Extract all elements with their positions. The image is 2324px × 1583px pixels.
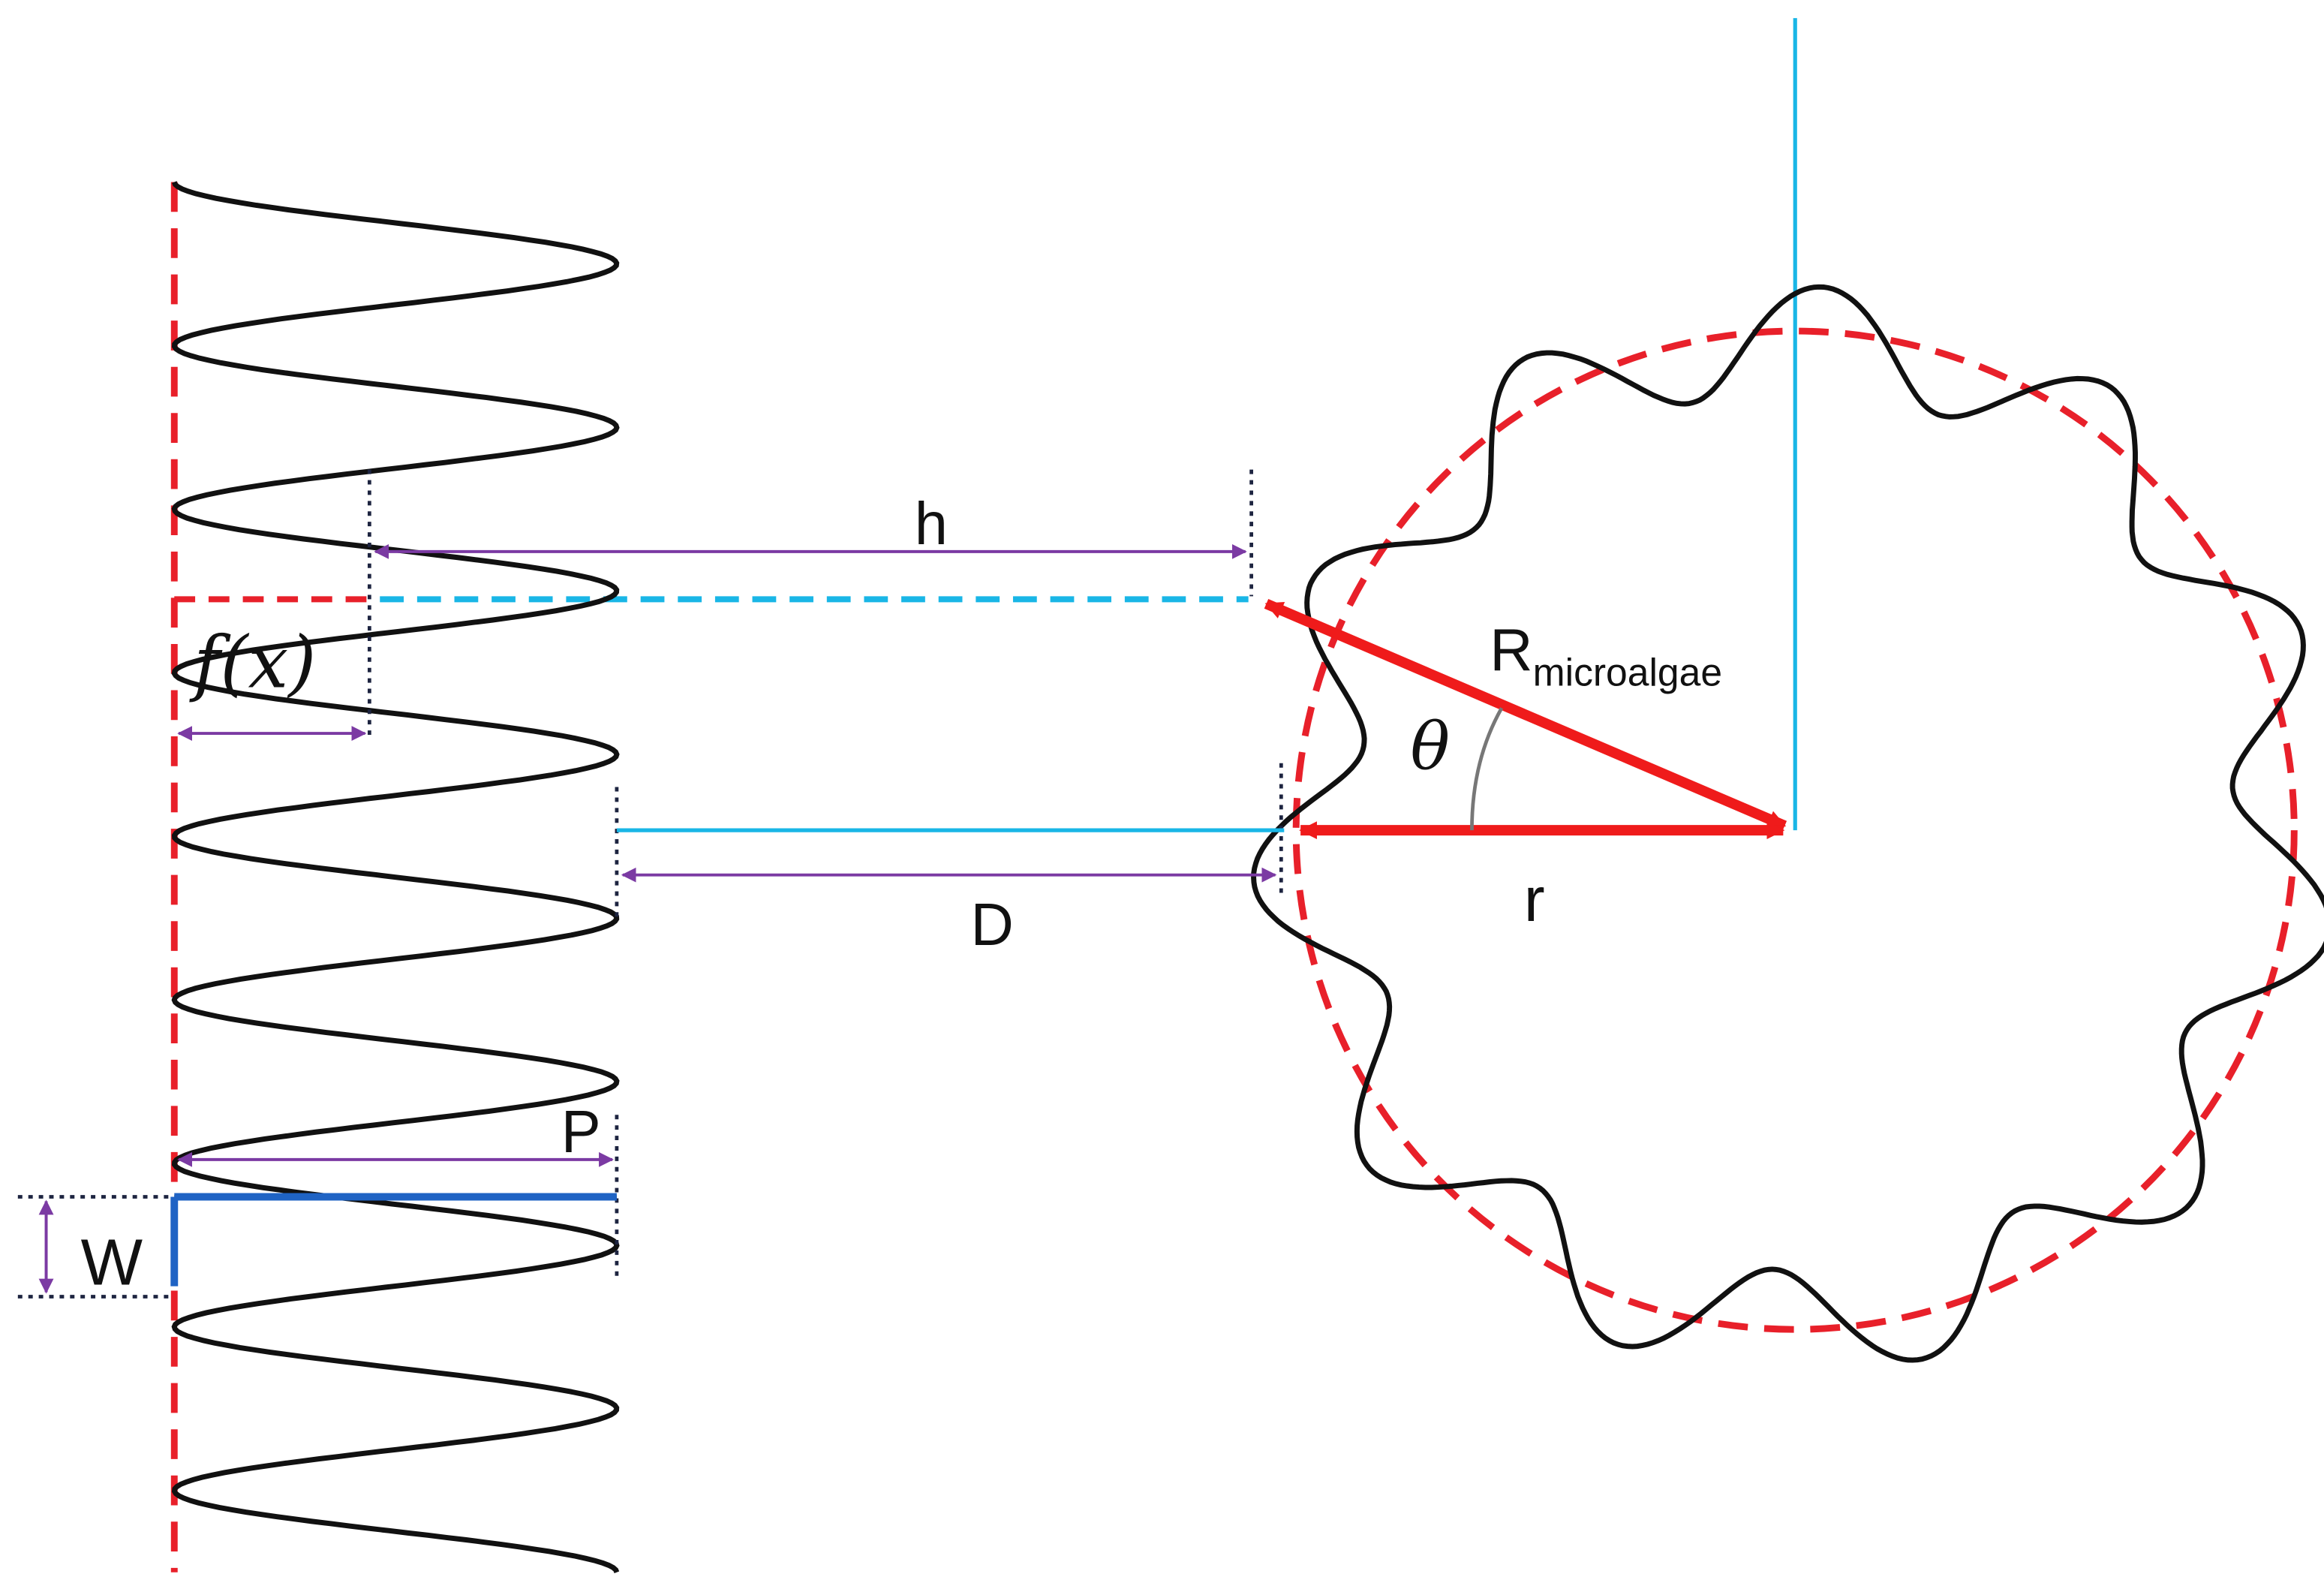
- label-D: D: [971, 891, 1014, 958]
- microalgae-reference-circle: [1292, 327, 2298, 1333]
- guide-lines: [17, 469, 1283, 1299]
- label-fx: f(x): [189, 622, 316, 705]
- label-R-subscript: microalgae: [1533, 651, 1722, 694]
- label-R: R: [1490, 617, 1532, 684]
- label-W: W: [81, 1226, 143, 1299]
- label-r: r: [1524, 865, 1545, 934]
- unit-cell-bracket: [170, 1193, 617, 1287]
- label-R-microalgae: Rmicroalgae: [1490, 617, 1722, 694]
- radius-R-arrow: [1264, 598, 1787, 831]
- angle-theta-arc: [1470, 707, 1504, 831]
- microalgae-outline: [1251, 284, 2324, 1363]
- label-h: h: [915, 490, 948, 557]
- radius-arrows: [1264, 598, 1787, 840]
- label-theta: θ: [1411, 709, 1451, 785]
- wavy-surface-profile: [171, 181, 620, 1573]
- dimension-arrows: [38, 543, 1277, 1294]
- label-P: P: [561, 1098, 601, 1165]
